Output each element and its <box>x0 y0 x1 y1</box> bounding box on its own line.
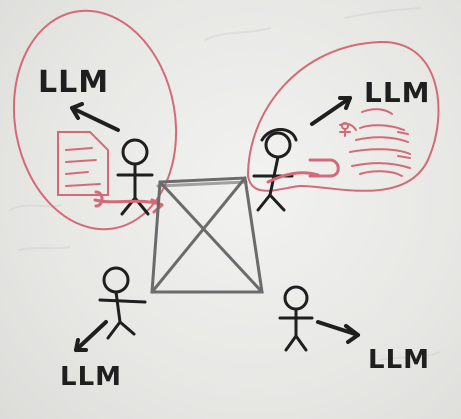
bottom-right-group: LLM <box>278 285 430 375</box>
arrow-to-llm-top-right <box>310 96 352 126</box>
erased-marks <box>9 7 441 361</box>
arrow-to-llm-top-left <box>70 106 120 132</box>
llm-label-bottom-right: LLM <box>368 345 430 375</box>
llm-label-top-right: LLM <box>364 76 431 109</box>
stick-figure-top-right <box>252 128 298 212</box>
central-box <box>150 176 264 294</box>
llm-label-bottom-left: LLM <box>60 362 122 392</box>
arrow-to-llm-bottom-right <box>316 320 360 337</box>
connector-right-to-square <box>266 171 320 184</box>
stick-figure-bottom-right <box>278 285 314 352</box>
top-left-circle <box>12 9 178 231</box>
document-icon <box>57 131 109 196</box>
red-notes <box>339 108 411 177</box>
arrow-to-llm-bottom-left <box>74 320 108 352</box>
llm-label-top-left: LLM <box>38 65 109 100</box>
top-right-circle <box>246 40 440 192</box>
bottom-left-group: LLM <box>60 266 147 392</box>
top-right-group: LLM <box>246 40 440 212</box>
stick-figure-bottom-left <box>98 266 147 340</box>
top-left-group: LLM <box>12 9 178 231</box>
